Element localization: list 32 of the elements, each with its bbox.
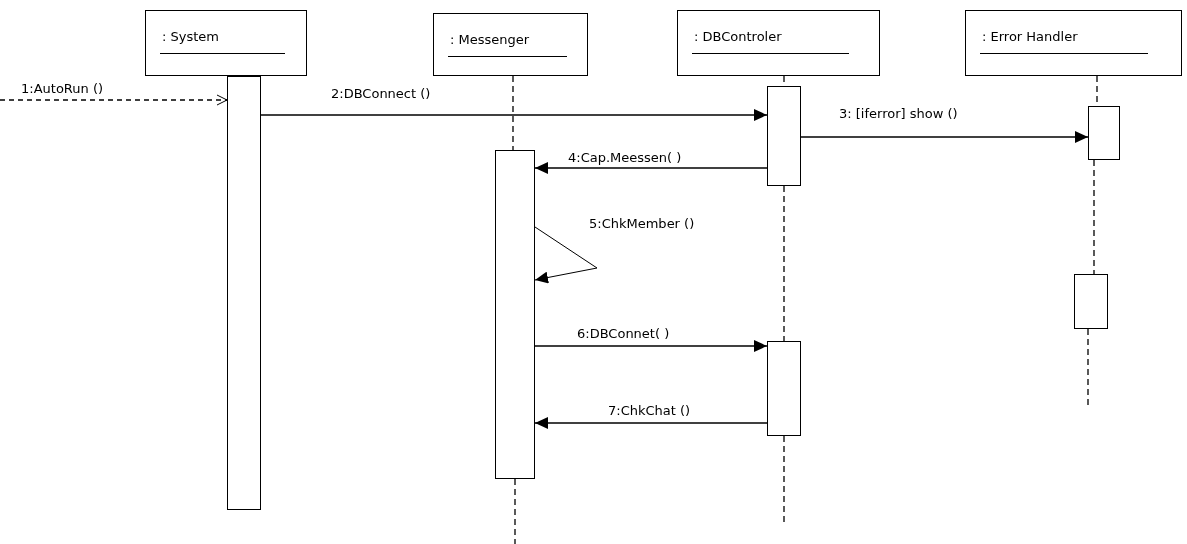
edge-label: 1:AutoRun () <box>20 81 105 96</box>
message-arrow <box>534 340 768 352</box>
activation-bar <box>1074 274 1108 329</box>
edge-label: 3: [iferror] show () <box>838 106 959 121</box>
edge-label: 4:Cap.Meessen( ) <box>567 150 683 165</box>
self-message-arrow <box>534 226 598 284</box>
lifeline <box>514 478 516 544</box>
edge-label: 7:ChkChat () <box>607 403 692 418</box>
activation-bar <box>227 76 261 510</box>
activation-bar <box>767 86 801 186</box>
lifeline <box>512 75 514 151</box>
activation-bar <box>495 150 535 479</box>
edge-label: 2:DBConnect () <box>330 86 432 101</box>
object-box <box>965 10 1182 76</box>
activation-bar <box>767 341 801 436</box>
activation-bar <box>1088 106 1120 160</box>
edge-label: 6:DBConnet( ) <box>576 326 671 341</box>
object-box <box>145 10 307 76</box>
object-name: : DBControler <box>692 29 849 54</box>
message-arrow <box>534 162 768 174</box>
object-box <box>677 10 880 76</box>
message-arrow <box>534 417 768 429</box>
message-arrow <box>260 109 768 121</box>
message-arrow <box>800 131 1089 143</box>
message-arrow <box>0 94 228 106</box>
lifeline <box>783 185 785 342</box>
edge-label: 5:ChkMember () <box>588 216 696 231</box>
object-name: : Error Handler <box>980 29 1148 54</box>
object-name: : Messenger <box>448 32 568 57</box>
object-box <box>433 13 588 76</box>
object-name: : System <box>160 29 285 54</box>
lifeline <box>1093 159 1095 275</box>
